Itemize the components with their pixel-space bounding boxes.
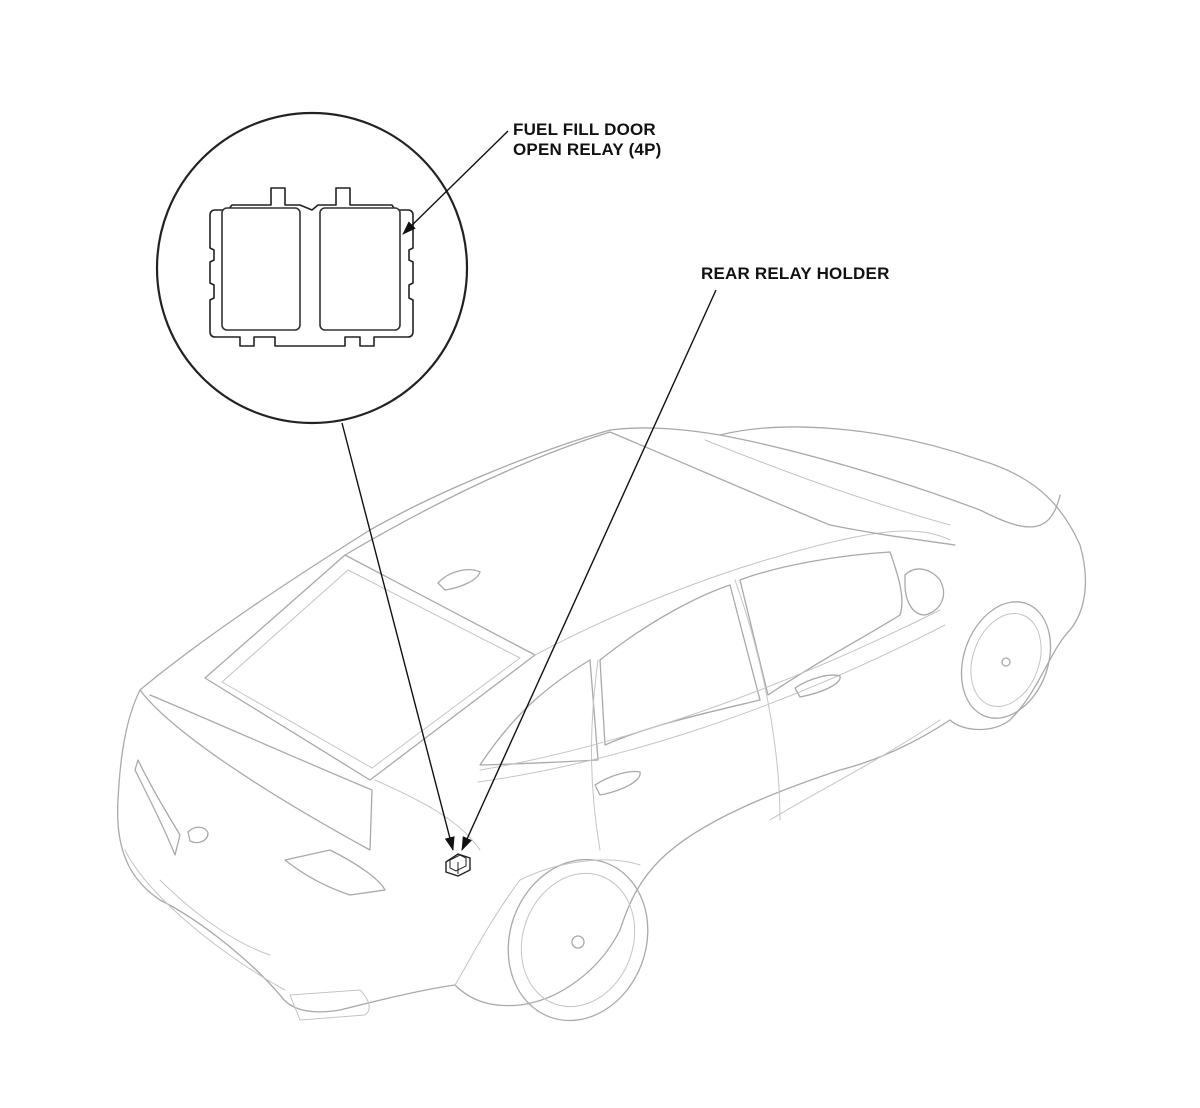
inset-circle bbox=[155, 111, 469, 425]
taillight-right bbox=[284, 849, 386, 896]
roof-line bbox=[344, 431, 611, 556]
fuel-fill-door-relay-callout: FUEL FILL DOOR OPEN RELAY (4P) bbox=[513, 120, 662, 160]
inset-pointer-leader bbox=[341, 422, 455, 851]
rear-wheel bbox=[507, 858, 649, 1022]
rear-emblem bbox=[187, 826, 209, 844]
relay-left bbox=[221, 207, 301, 331]
door-handle-rear bbox=[594, 770, 641, 796]
car-outline bbox=[116, 426, 1087, 1022]
relay-callout-line2: OPEN RELAY (4P) bbox=[513, 140, 662, 159]
fuel-fill-door-open-relay bbox=[319, 207, 401, 331]
front-wheel bbox=[960, 601, 1052, 719]
relay-callout-line1: FUEL FILL DOOR bbox=[513, 120, 656, 139]
rear-relay-holder-on-car bbox=[445, 853, 471, 877]
rear-window bbox=[204, 554, 536, 781]
inset-magnifier bbox=[155, 111, 469, 425]
taillight-left bbox=[134, 759, 181, 856]
holder-callout-leader bbox=[461, 289, 717, 851]
car-body-outline bbox=[116, 426, 1087, 1013]
rear-spoiler bbox=[139, 689, 373, 851]
rear-relay-holder-callout: REAR RELAY HOLDER bbox=[701, 264, 890, 283]
door-handle-front bbox=[794, 674, 841, 698]
side-window-rear bbox=[479, 659, 599, 766]
side-mirror bbox=[904, 568, 945, 616]
side-window-front bbox=[599, 584, 761, 746]
relay-callout-leader bbox=[402, 130, 509, 235]
roof-antenna bbox=[437, 569, 481, 591]
